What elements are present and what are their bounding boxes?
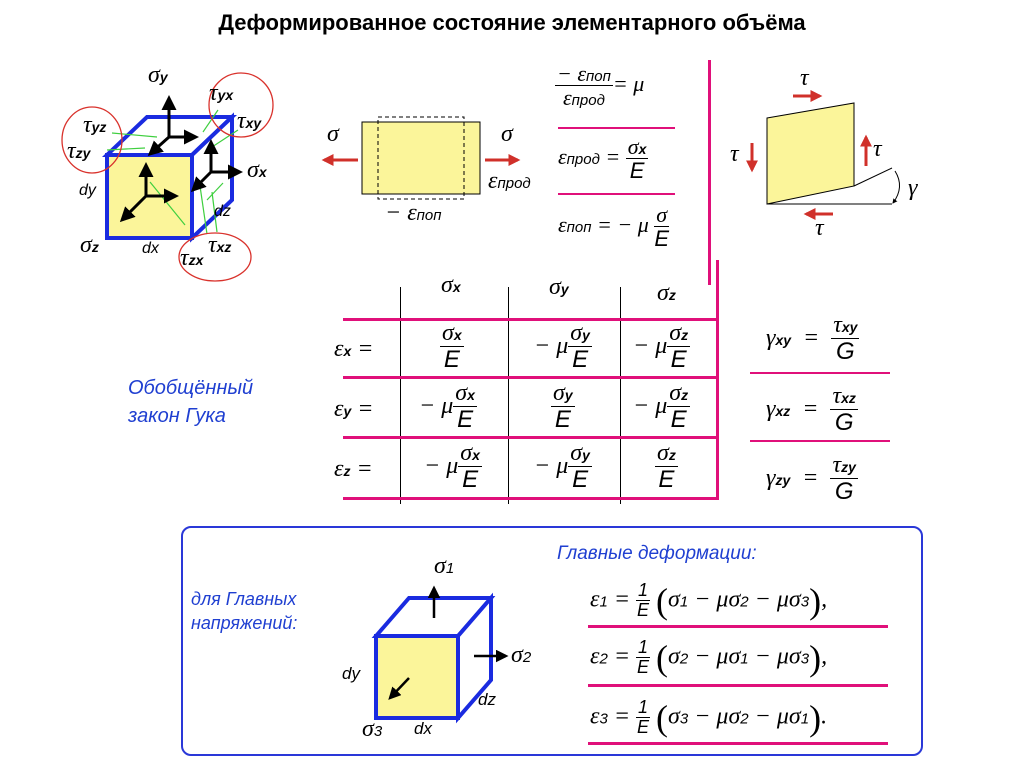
shear-element bbox=[766, 102, 855, 205]
row-eps-x-lhs: εx = bbox=[334, 336, 374, 362]
tension-eps-prod: εпрод bbox=[488, 168, 531, 194]
principal-sigma-1: σ1 bbox=[434, 553, 455, 579]
label-tau-xy: τxy bbox=[237, 108, 262, 134]
shear-tau-left: τ bbox=[730, 141, 739, 167]
table-vline bbox=[400, 287, 401, 504]
divider bbox=[750, 372, 890, 374]
table-vline bbox=[620, 287, 621, 504]
shear-gamma: γ bbox=[908, 175, 918, 201]
table-hline bbox=[343, 497, 719, 500]
divider bbox=[588, 684, 888, 687]
divider bbox=[588, 625, 888, 628]
tension-sigma-right: σ bbox=[501, 121, 513, 147]
tension-deformed-outline bbox=[377, 116, 465, 200]
shear-diagram bbox=[746, 90, 900, 220]
shear-tau-right: τ bbox=[873, 136, 882, 162]
label-tau-xz: τxz bbox=[208, 232, 232, 258]
label-sigma-z: σz bbox=[80, 232, 99, 258]
circle-tau-zx-xz bbox=[178, 232, 252, 282]
table-header-sigma-y: σy bbox=[549, 274, 569, 300]
divider bbox=[558, 193, 675, 195]
tension-eps-pop: − εпоп bbox=[385, 200, 442, 226]
label-dy: dy bbox=[79, 182, 96, 199]
principal-cube-diagram bbox=[371, 585, 509, 724]
table-header-sigma-z: σz bbox=[657, 280, 676, 306]
label-sigma-x: σx bbox=[247, 157, 267, 183]
row-eps-z-lhs: εz = bbox=[334, 456, 373, 482]
principal-heading: Главные деформации: bbox=[557, 543, 757, 564]
principal-dy: dy bbox=[342, 664, 360, 683]
principal-left-label: для Главных напряжений: bbox=[191, 589, 298, 633]
label-dz: dz bbox=[214, 203, 231, 220]
table-hline bbox=[343, 436, 719, 439]
row-eps-y-lhs: εy = bbox=[334, 396, 374, 422]
circle-tau-yz-zy bbox=[61, 106, 123, 174]
divider bbox=[558, 127, 675, 129]
table-hline bbox=[343, 318, 719, 321]
principal-strains-panel bbox=[181, 526, 923, 756]
label-dx: dx bbox=[142, 240, 159, 257]
tension-diagram bbox=[321, 116, 521, 200]
stress-cube-diagram bbox=[61, 72, 274, 282]
label-tau-yz: τyz bbox=[83, 112, 107, 138]
table-right-border bbox=[716, 260, 719, 500]
tension-block bbox=[361, 121, 481, 195]
shear-tau-bottom: τ bbox=[815, 215, 824, 241]
divider bbox=[588, 742, 888, 745]
circle-tau-yx-xy bbox=[208, 72, 274, 138]
table-vline bbox=[508, 287, 509, 504]
table-header-sigma-x: σx bbox=[441, 272, 461, 298]
tension-sigma-left: σ bbox=[327, 121, 339, 147]
vertical-divider bbox=[708, 60, 711, 285]
label-sigma-y: σy bbox=[148, 62, 168, 88]
principal-sigma-3: σ3 bbox=[362, 716, 383, 742]
principal-sigma-2: σ2 bbox=[511, 642, 532, 668]
hooke-law-label: Обобщённый закон Гука bbox=[128, 377, 254, 427]
label-tau-yx: τyx bbox=[209, 80, 234, 106]
principal-dz: dz bbox=[478, 690, 496, 709]
label-tau-zx: τzx bbox=[180, 245, 204, 271]
principal-dx: dx bbox=[414, 719, 432, 738]
page-title: Деформированное состояние элементарного … bbox=[218, 10, 806, 35]
shear-tau-top: τ bbox=[800, 65, 809, 91]
table-hline bbox=[343, 376, 719, 379]
sigma-z-arrow bbox=[119, 194, 148, 223]
label-tau-zy: τzy bbox=[67, 138, 91, 164]
divider bbox=[750, 440, 890, 442]
